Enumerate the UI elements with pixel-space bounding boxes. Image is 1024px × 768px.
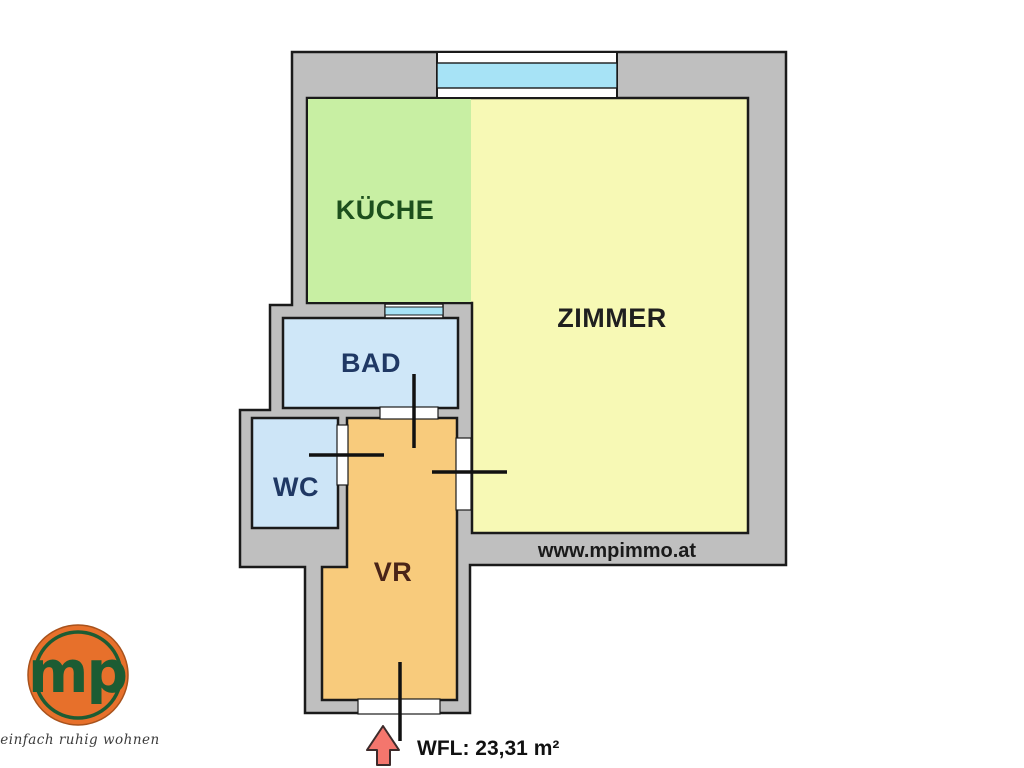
watermark-text: www.mpimmo.at: [537, 540, 697, 562]
room-bad: [281, 316, 460, 410]
logo: mp einfach ruhig wohnen: [0, 624, 159, 748]
entrance-arrow-icon: [366, 725, 400, 766]
window-main-glass: [436, 62, 618, 89]
room-label-zimmer: ZIMMER: [557, 303, 666, 333]
room-label-wc: WC: [273, 472, 319, 502]
door-opening-bad: [379, 406, 439, 420]
room-label-vr: VR: [374, 557, 413, 587]
door-lines: [309, 374, 507, 741]
logo-monogram: mp: [28, 638, 126, 706]
window-bad: [384, 303, 444, 319]
living-area-text: WFL: 23,31 m²: [417, 737, 559, 760]
room-label-kueche: KÜCHE: [336, 195, 435, 225]
room-vr: [320, 416, 459, 702]
window-bad-glass: [384, 306, 444, 316]
room-kueche: [308, 99, 471, 302]
door-opening-zimmer: [455, 437, 472, 511]
room-label-bad: BAD: [341, 348, 401, 378]
logo-tagline: einfach ruhig wohnen: [0, 732, 159, 748]
window-main: [436, 51, 618, 99]
apartment-plan: KÜCHE ZIMMER BAD WC VR www.mpimmo.at WFL…: [238, 50, 788, 766]
logo-circle: [27, 624, 129, 726]
room-wc: [250, 416, 340, 530]
logo-ring: [33, 630, 123, 720]
